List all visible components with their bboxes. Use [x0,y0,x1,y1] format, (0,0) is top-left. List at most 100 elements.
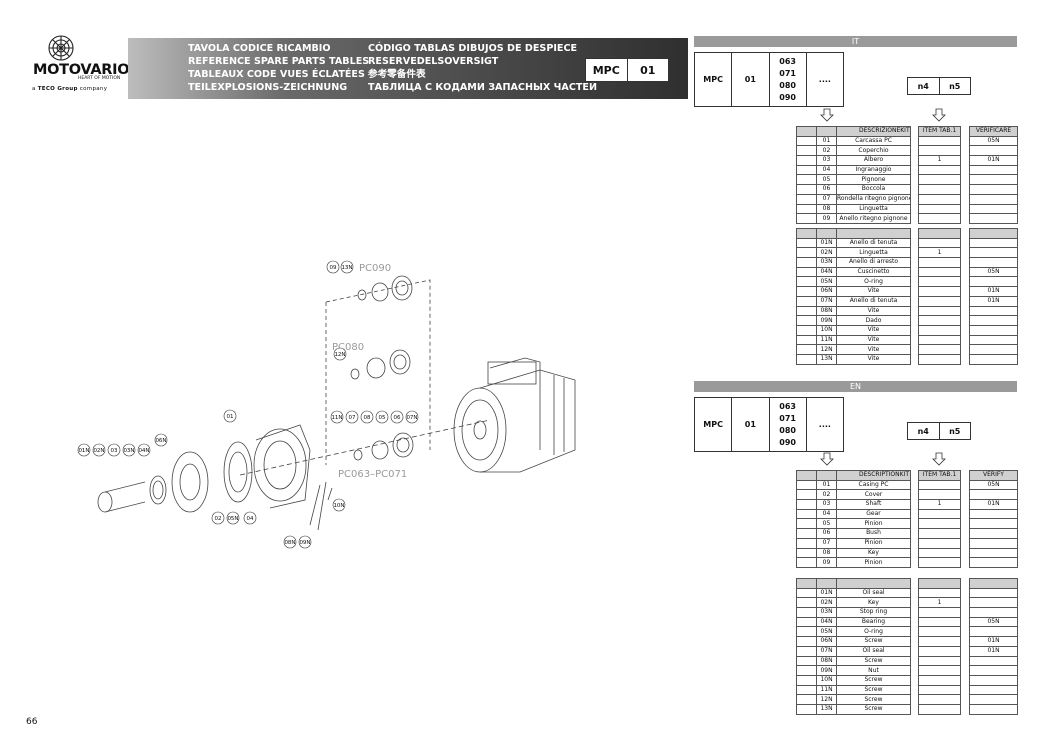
header-title: TABLEAUX CODE VUES ÉCLATÉES [188,69,365,80]
code-num: 01 [732,398,770,451]
row-gap [911,267,919,277]
row-gap [911,675,919,685]
row-gap [961,335,970,345]
row-item [918,537,961,549]
row-blank [796,257,817,268]
row-blank [796,537,817,549]
row-blank [796,324,817,336]
row-description: Cuscinetto [836,266,911,278]
row-verify [969,665,1018,676]
row-description: Screw [836,655,911,667]
row-description: Vite [836,324,911,336]
row-gap [961,538,970,548]
row-item [918,547,961,559]
row-description: O-ring [836,276,911,288]
row-description: Linguetta [836,247,911,259]
row-description: Anello di tenuta [836,237,911,249]
svg-text:01: 01 [227,414,234,420]
row-item: 1 [918,247,961,259]
callout-07: 07 [345,410,359,424]
row-gap [911,685,919,695]
code-dots: .... [818,75,831,84]
code-mpc: MPC [695,398,733,451]
brand-group: a TECO Group company [32,86,107,92]
svg-text:07: 07 [349,415,356,421]
row-description: Albero [836,155,911,166]
row-description: Anello ritegno pignone [836,213,911,224]
header-title: CÓDIGO TABLAS DIBUJOS DE DESPIECE [368,43,578,54]
header-title: RESERVEDELSOVERSIGT [368,56,499,67]
row-description: Screw [836,674,911,686]
callout-13n: 13N [340,260,354,274]
table-header-row [796,228,1018,239]
code-box-it: MPC 01 063 071 080 090 .... [694,52,844,107]
row-blank [796,645,817,657]
row-gap [911,490,919,500]
row-gap [961,598,970,608]
row-item [918,184,961,195]
row-gap [911,165,919,175]
group-label-pc090: PC090 [359,263,391,274]
header-code-box: MPC 01 [585,58,669,82]
row-item [918,508,961,520]
code-size: 071 [779,68,796,78]
down-arrow-icon [932,452,946,466]
row-gap [911,646,919,656]
housing-drawing [223,424,311,509]
svg-text:03: 03 [111,448,118,454]
row-item: 1 [918,597,961,609]
row-gap [911,500,919,510]
code-size: 090 [779,437,796,447]
callout-01: 01 [223,409,237,423]
code-mpc: MPC [695,53,733,106]
row-blank [796,184,817,195]
n-box-en: n4 n5 [907,422,971,440]
row-verify [969,213,1018,224]
row-code: 12N [816,344,837,355]
row-description: Vite [836,344,911,355]
row-blank [796,164,817,176]
header-title: ТАБЛИЦА С КОДАМИ ЗАПАСНЫХ ЧАСТЕЙ [368,82,597,93]
row-gap [961,267,970,277]
row-blank [796,489,817,501]
row-verify [969,684,1018,696]
row-item [918,703,961,715]
row-description: Vite [836,286,911,297]
row-item [918,257,961,268]
row-item [918,145,961,157]
row-blank [796,155,817,166]
row-item [918,479,961,491]
row-blank [796,684,817,696]
header-item: ITEM TAB.1 [918,126,961,137]
header-kit: KIT [899,471,909,479]
row-verify [969,703,1018,715]
code-size: 071 [779,413,796,423]
row-code: 07N [816,645,837,657]
callout-04n: 04N [137,443,151,457]
row-blank [796,266,817,278]
row-gap [911,617,919,627]
page-number: 66 [26,717,38,727]
row-gap [911,538,919,548]
callout-05: 05 [375,410,389,424]
row-gap [911,156,919,166]
row-code: 04N [816,616,837,628]
row-gap [961,695,970,705]
code-size: 063 [779,401,796,411]
row-gap [961,529,970,539]
callout-06: 06 [390,410,404,424]
row-item: 1 [918,155,961,166]
row-item [918,557,961,568]
